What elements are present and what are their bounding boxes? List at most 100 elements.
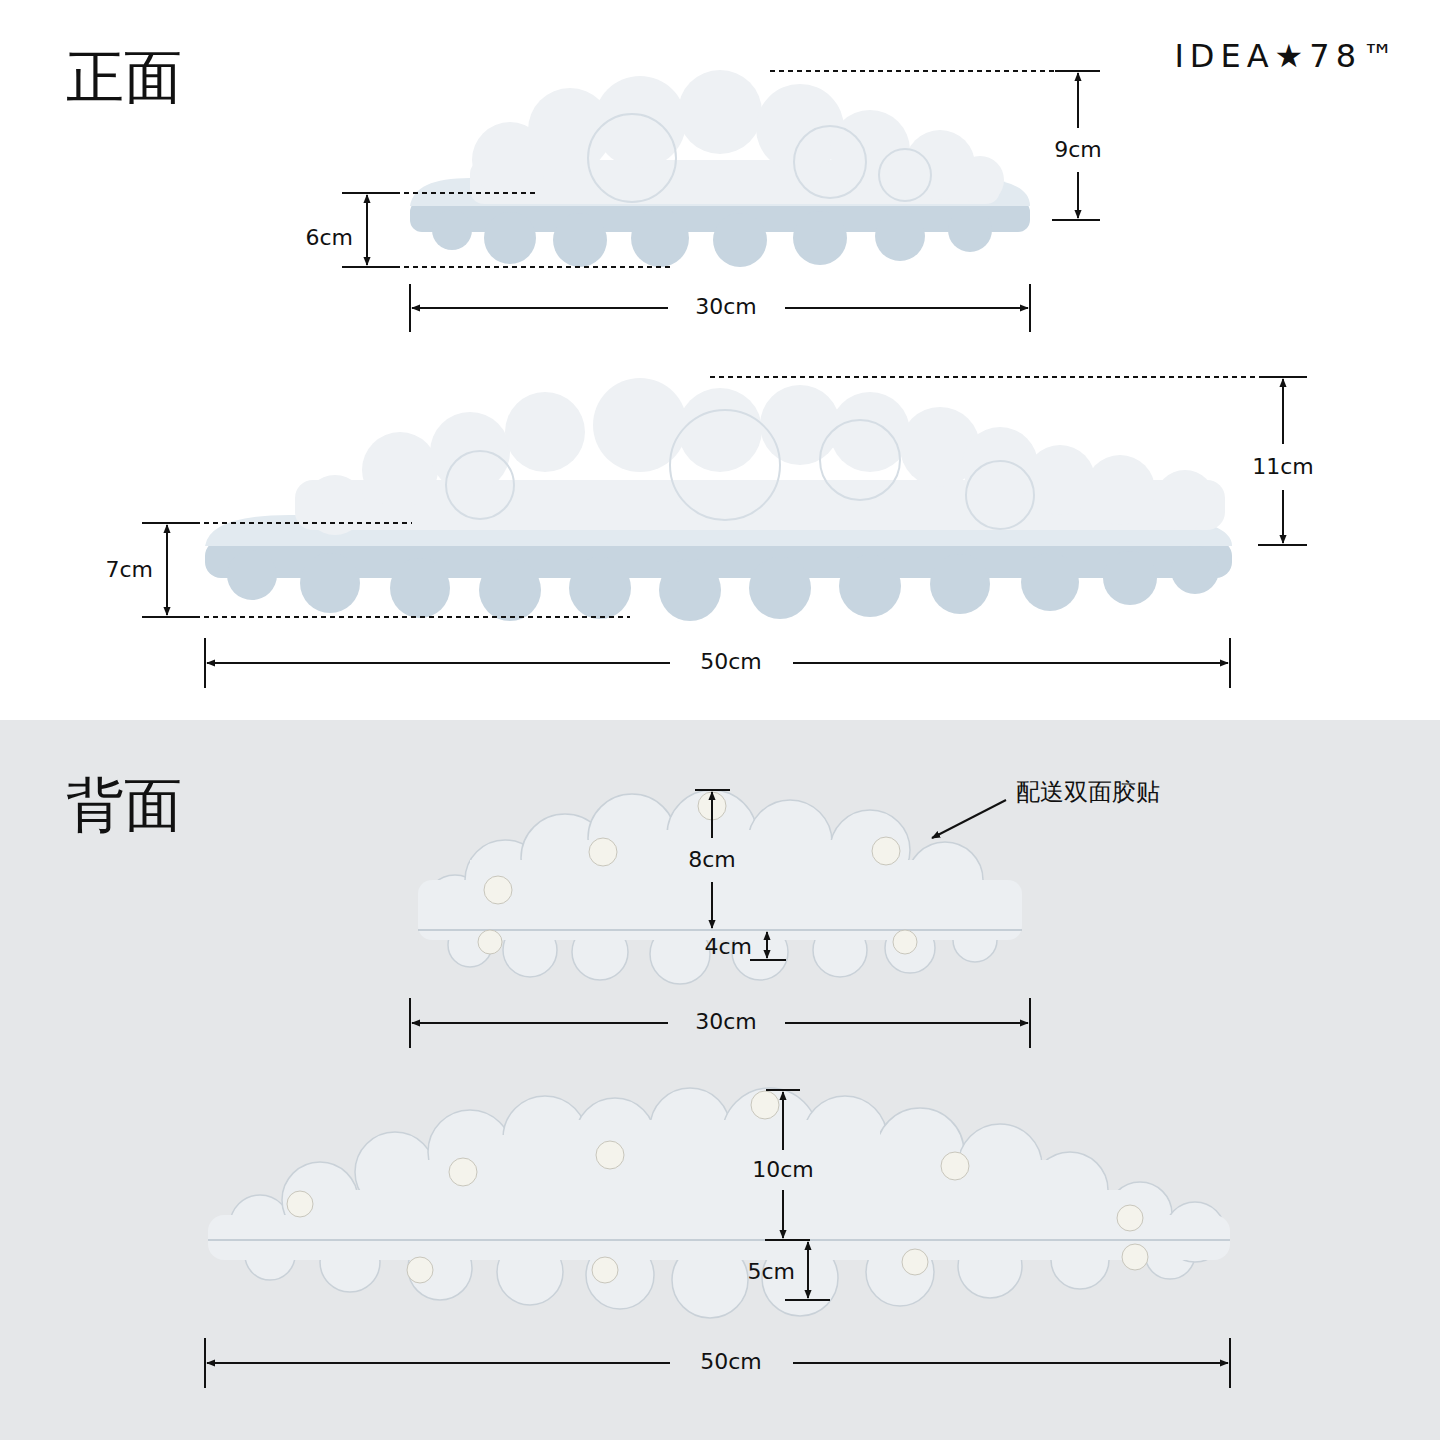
dimension-label: 8cm [685, 847, 739, 872]
cloud-part [1103, 551, 1157, 605]
extension-line [1052, 219, 1100, 221]
adhesive-dot [592, 1257, 618, 1283]
cloud-part [948, 208, 992, 252]
adhesive-dot [902, 1249, 928, 1275]
cloud-part [479, 559, 541, 621]
panel-back-small-fill [418, 830, 1022, 940]
dimension-label: 6cm [305, 225, 353, 250]
dimension-label: 50cm [697, 649, 765, 674]
felt-circle [966, 461, 1034, 529]
bottom-ground [0, 720, 1440, 1440]
dimension-arrow [1282, 379, 1284, 444]
cloud-part [830, 392, 910, 472]
adhesive-dot [872, 837, 900, 865]
panel-back-small [425, 790, 1021, 984]
cloud-part [1021, 553, 1079, 611]
felt-circle [588, 114, 676, 202]
panel-front-small [470, 70, 1004, 204]
extension-line [342, 266, 395, 268]
cloud-part [956, 156, 1004, 204]
adhesive-dot [287, 1191, 313, 1217]
extension-line [765, 1239, 810, 1241]
dimension-arrow [711, 792, 713, 838]
cloud-part [749, 557, 811, 619]
cloud-part [1025, 445, 1095, 515]
cloud-part [631, 209, 689, 267]
dimension-arrow [785, 307, 1028, 309]
dimension-label: 10cm [749, 1157, 817, 1182]
cloud-part [300, 553, 360, 613]
cloud-part [390, 558, 450, 618]
adhesive-dots [287, 1091, 1148, 1283]
dimension-arrow [766, 932, 768, 958]
dimension-label: 30cm [692, 1009, 760, 1034]
dimension-arrow [207, 1362, 670, 1364]
dimension-label: 11cm [1249, 454, 1317, 479]
section-heading: 背面 [66, 772, 182, 839]
dimension-arrow [1077, 172, 1079, 218]
dimension-arrow [166, 525, 168, 615]
felt-layers [588, 114, 931, 202]
dimension-arrow [412, 307, 668, 309]
dimension-label: 50cm [697, 1349, 765, 1374]
extension-line [142, 616, 195, 618]
extension-line [409, 284, 411, 332]
extension-line [785, 1299, 830, 1301]
extension-line [1029, 284, 1031, 332]
dimension-arrow [207, 662, 670, 664]
dimension-label: 9cm [1051, 137, 1105, 162]
extension-line [1055, 70, 1100, 72]
dimension-arrow [412, 1022, 668, 1024]
panel-back-large-fill [208, 1120, 1230, 1260]
cloud-part [432, 210, 472, 250]
dimension-arrow [1077, 73, 1079, 128]
panel-back-large [230, 1088, 1225, 1318]
adhesive-dot [941, 1152, 969, 1180]
extension-line [1258, 544, 1307, 546]
cloud-part [484, 212, 536, 264]
extension-line [766, 1089, 800, 1091]
callout-text: 配送双面胶贴 [1016, 779, 1160, 807]
shelf-seam [418, 929, 1022, 931]
shelf-front-large [205, 540, 1232, 621]
extension-line [395, 266, 670, 268]
cloud-part [678, 388, 762, 472]
extension-line [409, 998, 411, 1048]
extension-line [195, 522, 412, 524]
adhesive-dot [589, 838, 617, 866]
adhesive-dot [1117, 1205, 1143, 1231]
extension-line [710, 376, 1260, 378]
cloud-part [839, 555, 901, 617]
shelf-seam [208, 1239, 1230, 1241]
cloud-part [553, 213, 607, 267]
dimension-arrow [785, 1022, 1028, 1024]
extension-line [1260, 376, 1307, 378]
dimension-label: 7cm [105, 557, 153, 582]
shelf-front-small [410, 200, 1030, 267]
dimension-arrow [366, 195, 368, 265]
extension-line [1229, 638, 1231, 688]
felt-circle [446, 451, 514, 519]
cloud-part [1171, 546, 1219, 594]
cloud-part [362, 432, 438, 508]
adhesive-dot [484, 876, 512, 904]
cloud-part [760, 385, 840, 465]
dimension-label: 30cm [692, 294, 760, 319]
adhesive-dot [449, 1158, 477, 1186]
dimension-arrow [782, 1092, 784, 1150]
cloud-part [505, 392, 585, 472]
dimension-label: 4cm [704, 934, 752, 959]
dimension-arrow [1282, 490, 1284, 543]
extension-line [204, 638, 206, 688]
extension-line [142, 522, 195, 524]
brand-watermark: IDEA★78™ [1174, 38, 1400, 75]
adhesive-dots [478, 792, 917, 954]
extension-line [195, 616, 630, 618]
felt-circle [670, 410, 780, 520]
adhesive-dot [407, 1257, 433, 1283]
cloud-part [930, 554, 990, 614]
adhesive-dot [1122, 1244, 1148, 1270]
felt-circle [820, 420, 900, 500]
